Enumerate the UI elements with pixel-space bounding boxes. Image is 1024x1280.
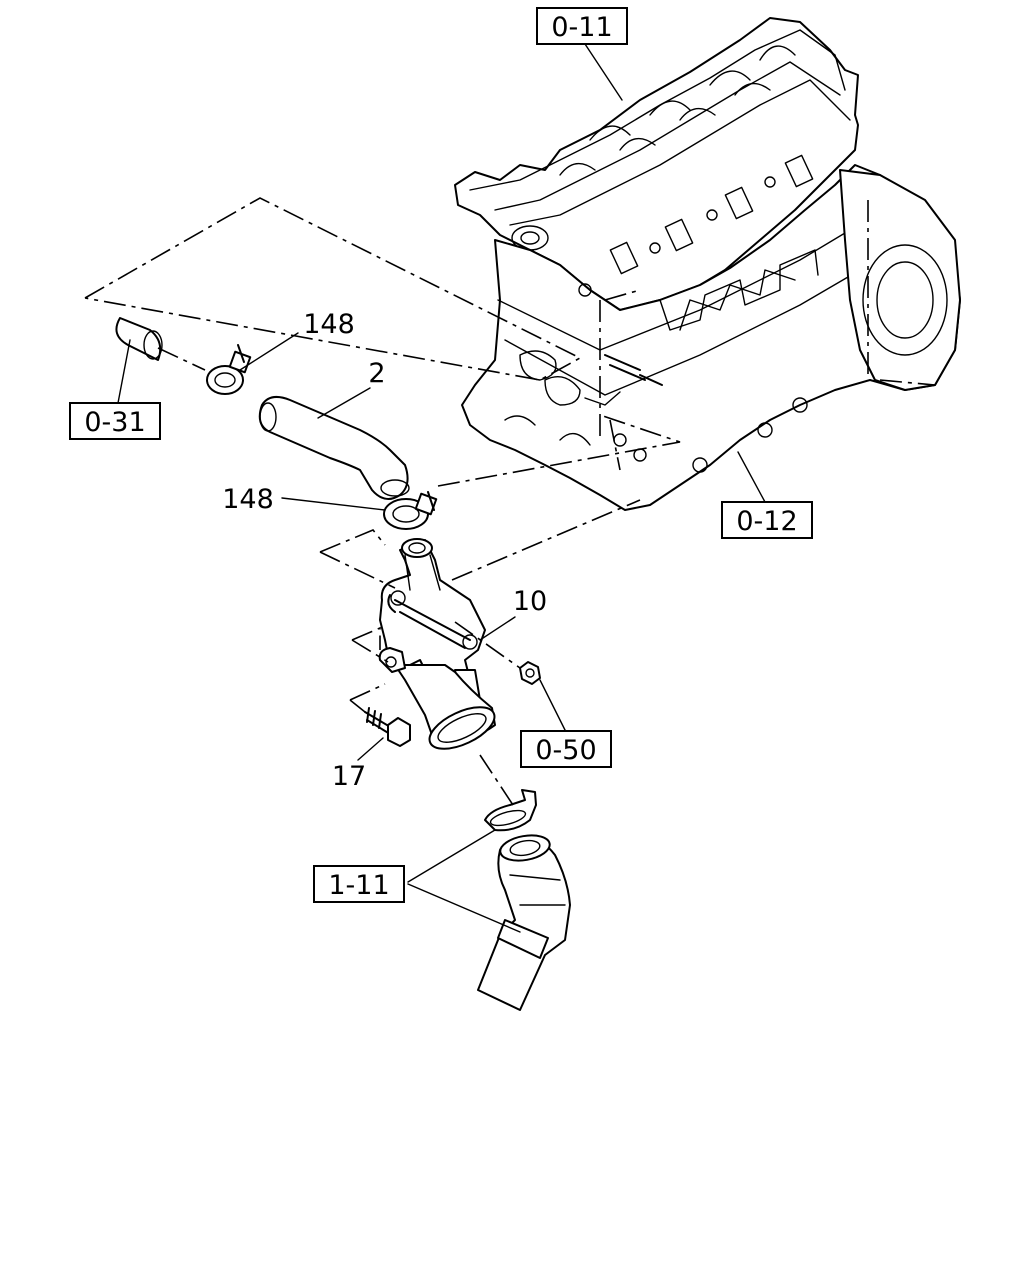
engine-block <box>454 17 961 511</box>
thermostat-housing <box>378 538 496 750</box>
part-label-hose-upper: 2 <box>368 358 385 389</box>
hose-clamp-lower <box>383 491 438 530</box>
ref-nut-label: 0-50 <box>535 735 596 766</box>
part-label-clamp-lower: 148 <box>222 484 274 515</box>
ref-pipe-label: 0-31 <box>84 407 145 438</box>
hose-upper <box>258 395 410 500</box>
ref-box-cylinder-block: 0-12 <box>721 501 813 539</box>
part-label-thermostat-housing: 10 <box>513 586 547 617</box>
ref-box-pipe: 0-31 <box>69 402 161 440</box>
gasket-clip <box>484 789 537 832</box>
pipe-stub <box>115 317 163 361</box>
hose-clamp-upper <box>206 344 252 395</box>
ref-box-radiator-hose: 1-11 <box>313 865 405 903</box>
part-label-clamp-upper: 148 <box>303 309 355 340</box>
stud <box>604 354 663 386</box>
ref-box-nut: 0-50 <box>520 730 612 768</box>
ref-cylinder-head-label: 0-11 <box>551 12 612 43</box>
radiator-hose <box>477 834 571 1011</box>
ref-box-cylinder-head: 0-11 <box>536 7 628 45</box>
bolt <box>364 707 411 747</box>
nut <box>519 661 541 685</box>
ref-radiator-hose-label: 1-11 <box>328 870 389 901</box>
part-label-bolt: 17 <box>332 761 366 792</box>
leader-lines <box>117 43 766 933</box>
assembly-guide-lines <box>84 197 681 809</box>
ref-cylinder-block-label: 0-12 <box>736 506 797 537</box>
